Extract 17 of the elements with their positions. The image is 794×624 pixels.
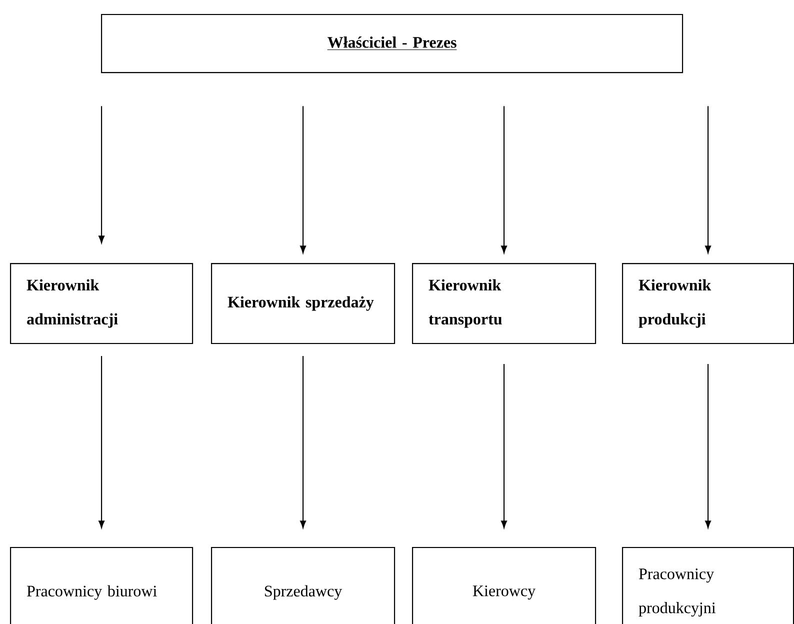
- arrow: [705, 364, 711, 528]
- arrow: [98, 106, 104, 244]
- arrow: [98, 356, 104, 528]
- title-box: Właściciel - Prezes: [101, 14, 684, 74]
- arrow: [501, 364, 507, 528]
- arrow: [300, 356, 306, 528]
- arrow: [300, 106, 306, 254]
- arrow: [705, 106, 711, 254]
- staff-box: Kierowcy: [412, 547, 596, 624]
- staff-box: Sprzedawcy: [211, 547, 396, 624]
- manager-box: Kierownik transportu: [412, 263, 596, 344]
- manager-box: Kierownik administracji: [10, 263, 194, 344]
- staff-box: Pracownicy biurowi: [10, 547, 194, 624]
- manager-box: Kierownik produkcji: [622, 263, 794, 344]
- arrow: [501, 106, 507, 254]
- manager-box: Kierownik sprzedaży: [211, 263, 396, 344]
- staff-box: Pracownicy produkcyjni: [622, 547, 794, 624]
